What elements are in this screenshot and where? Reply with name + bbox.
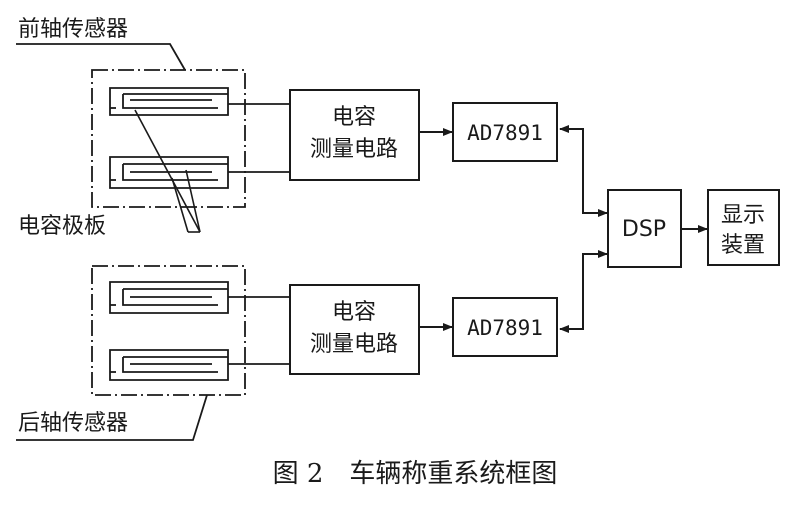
link-adc-top-dsp [559, 125, 608, 217]
rear-sensor-label: 后轴传感器 [18, 411, 128, 436]
front-sensor-dashed-boundary [91, 69, 246, 208]
adc-top-box [452, 102, 558, 162]
cap-circuit-top-line2: 测量电路 [310, 137, 398, 162]
front-sensor-label: 前轴传感器 [18, 17, 128, 42]
display-label-line2: 装置 [721, 233, 765, 258]
cap-circuit-top-line1: 电容 [332, 105, 376, 130]
plate-leader-lines [134, 109, 201, 233]
front-sensor-leader-line [16, 43, 186, 71]
plates-label: 电容极板 [18, 214, 106, 239]
cap-circuit-bottom-box [289, 284, 420, 375]
front-top-capacitor-plate [109, 87, 229, 116]
rear-sensor-dashed-boundary [91, 265, 246, 396]
adc-bottom-label: AD7891 [467, 316, 543, 340]
cap-circuit-bottom-line2: 测量电路 [310, 332, 398, 357]
link-adc-bottom-dsp [559, 250, 608, 333]
rear-top-capacitor-plate [109, 281, 229, 314]
cap-circuit-top-box [289, 89, 420, 181]
adc-bottom-box [452, 297, 558, 357]
display-label-line1: 显示 [721, 203, 765, 228]
front-bottom-capacitor-plate [109, 156, 229, 189]
dsp-label: DSP [622, 217, 666, 242]
cap-circuit-bottom-line1: 电容 [332, 300, 376, 325]
plate-to-circuit-wires [228, 103, 290, 365]
display-box [707, 189, 780, 266]
figure-caption: 图 2 车辆称重系统框图 [273, 459, 558, 489]
adc-top-label: AD7891 [467, 121, 543, 145]
rear-sensor-leader-line [16, 394, 208, 441]
rear-bottom-capacitor-plate [109, 349, 229, 381]
